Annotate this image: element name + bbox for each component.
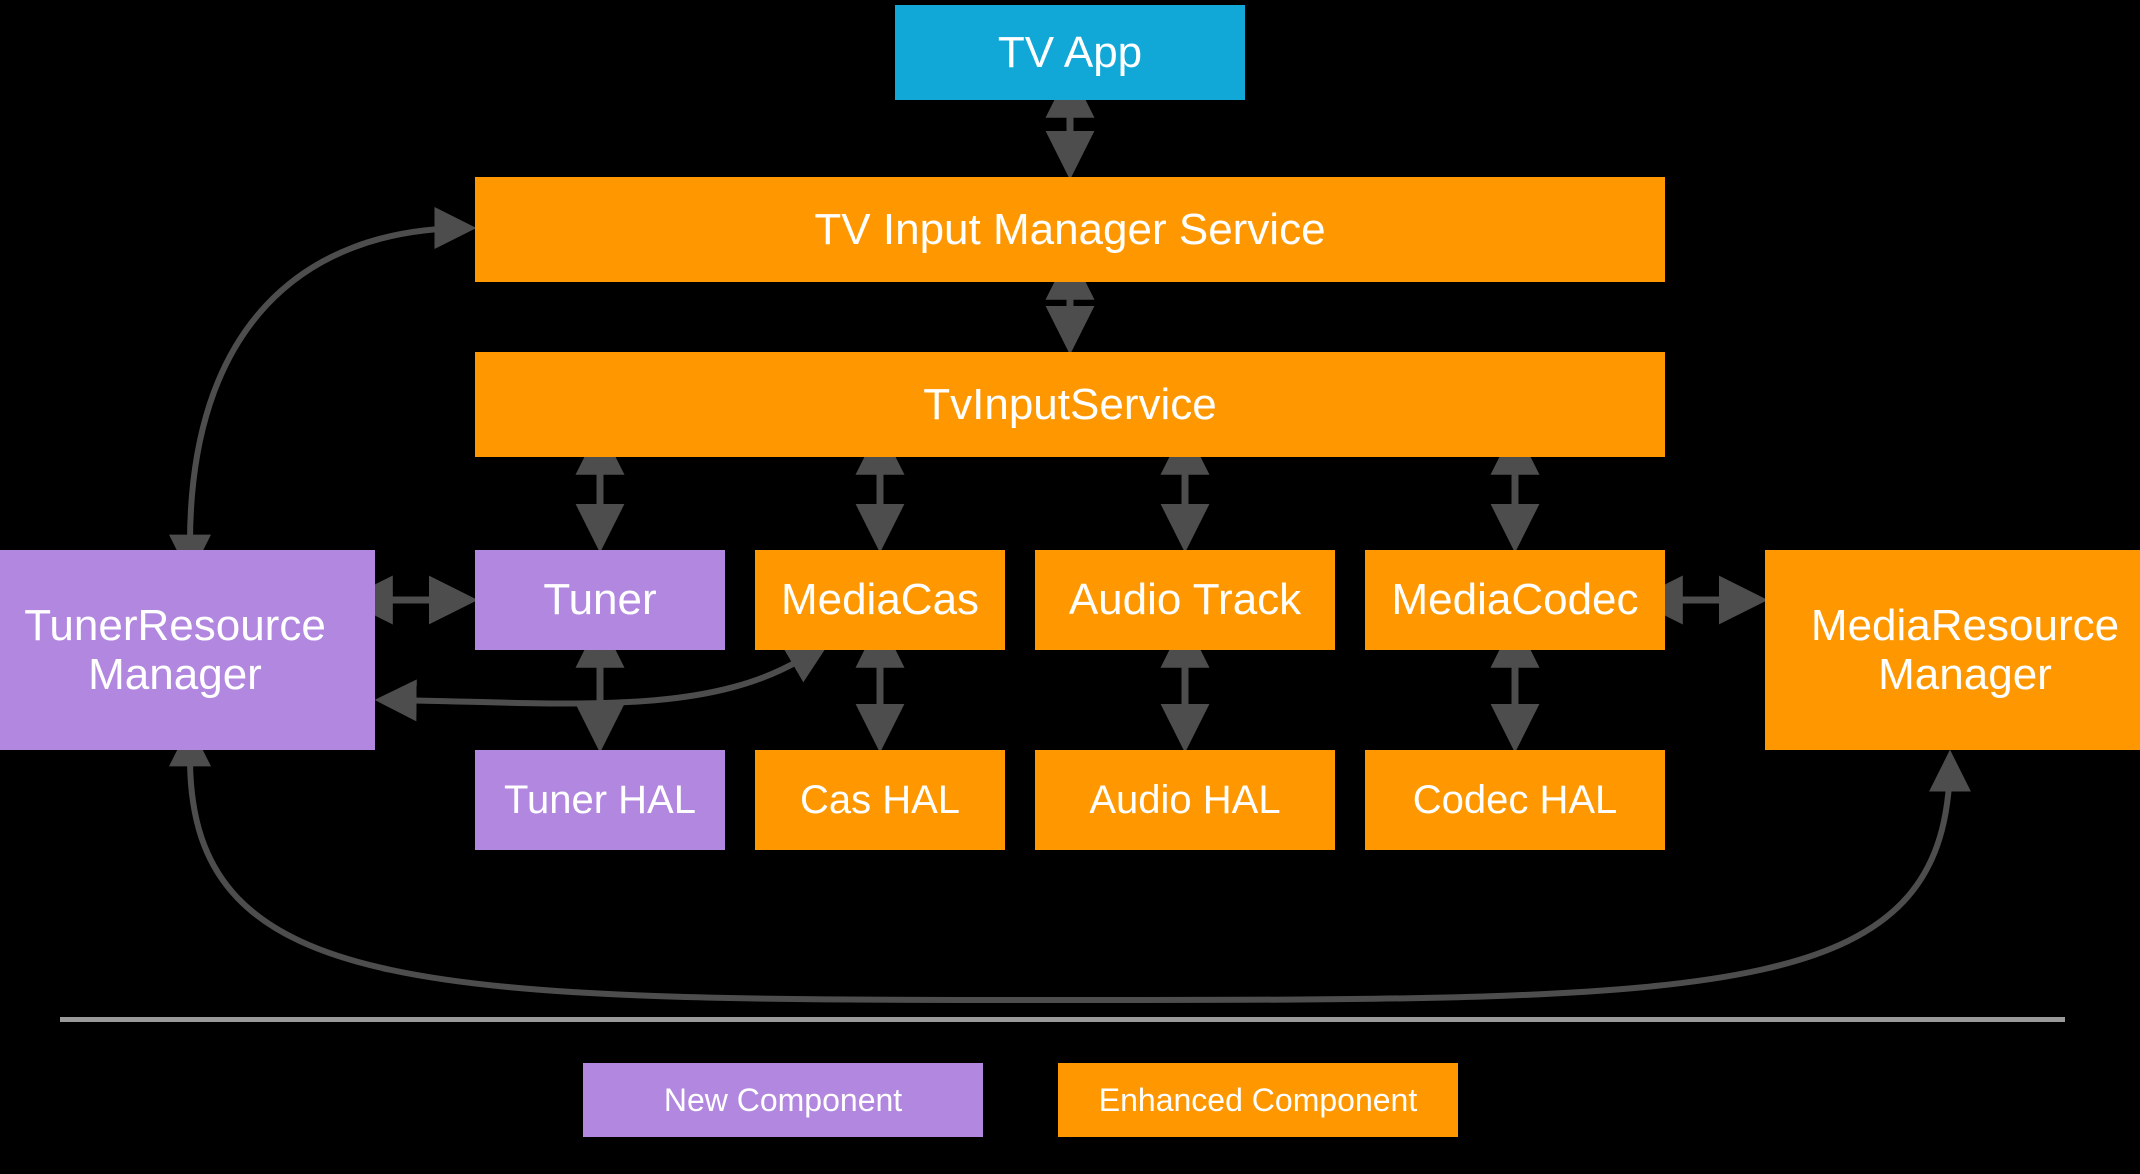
node-tv-input-service[interactable]: TvInputService: [475, 352, 1665, 457]
node-tuner-hal[interactable]: Tuner HAL: [475, 750, 725, 850]
legend-item-new-component: New Component: [583, 1063, 983, 1137]
edge-mediacas-trm-curve: [374, 643, 830, 722]
node-audio-track[interactable]: Audio Track: [1035, 550, 1335, 650]
node-tuner[interactable]: Tuner: [475, 550, 725, 650]
legend-divider: [60, 1017, 2065, 1022]
node-audio-hal[interactable]: Audio HAL: [1035, 750, 1335, 850]
node-tuner-resource-manager[interactable]: TunerResource Manager: [0, 550, 375, 750]
node-media-resource-manager[interactable]: MediaResource Manager: [1765, 550, 2140, 750]
node-tv-input-manager-service[interactable]: TV Input Manager Service: [475, 177, 1665, 282]
node-codec-hal[interactable]: Codec HAL: [1365, 750, 1665, 850]
legend-item-enhanced-component: Enhanced Component: [1058, 1063, 1458, 1137]
node-tv-app[interactable]: TV App: [895, 5, 1245, 100]
node-media-cas[interactable]: MediaCas: [755, 550, 1005, 650]
node-cas-hal[interactable]: Cas HAL: [755, 750, 1005, 850]
edge-trm-tims-curve: [169, 207, 477, 577]
node-media-codec[interactable]: MediaCodec: [1365, 550, 1665, 650]
